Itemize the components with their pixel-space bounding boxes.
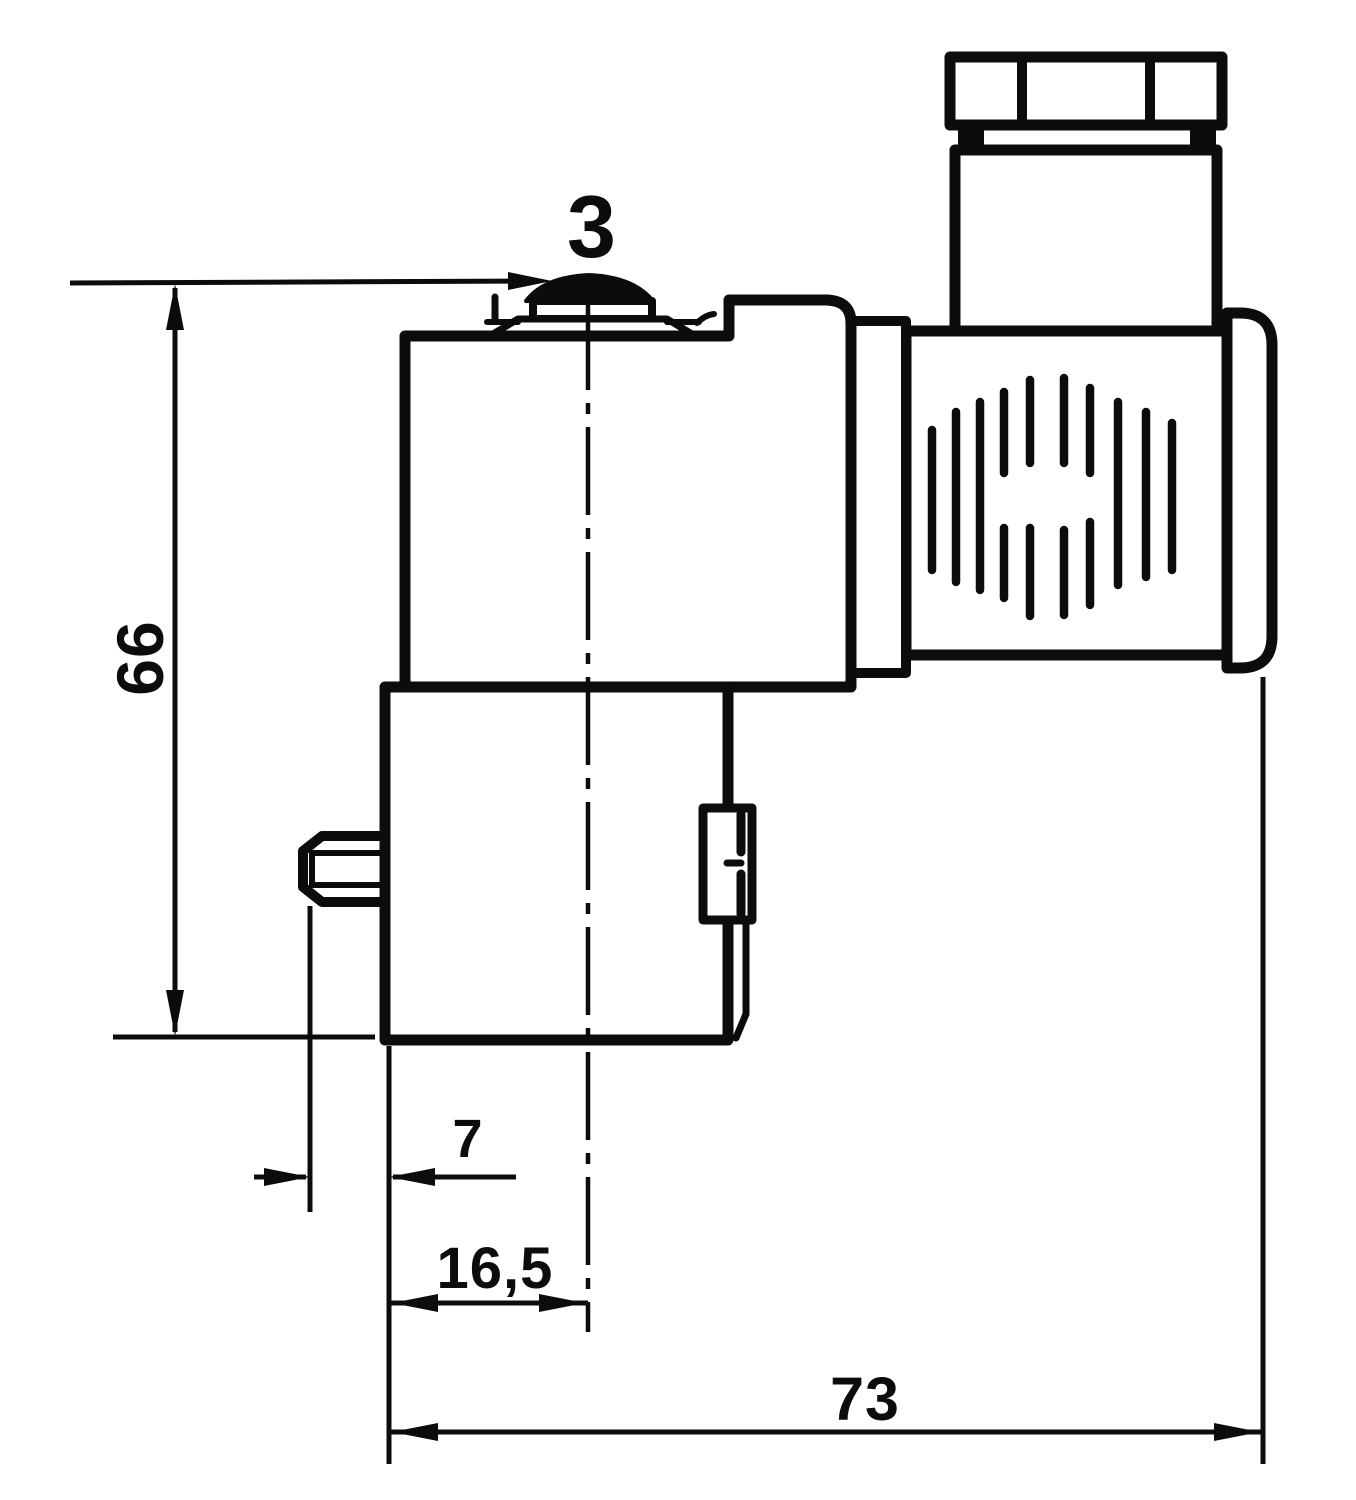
dim-label-73: 73: [830, 1365, 900, 1433]
dimension-73: [389, 1423, 1263, 1441]
cap-pointer-arrow: [508, 272, 552, 290]
connector-end-cap: [1221, 307, 1278, 674]
coil-housing: [399, 294, 857, 693]
cap-skirt: [489, 315, 696, 338]
dimension-labels: 3 66 7 16,5 73: [103, 177, 900, 1433]
valve-outline: [298, 51, 1278, 1046]
mounting-bracket: [846, 316, 911, 678]
dim-label-66: 66: [103, 620, 177, 695]
dimension-lines: [69, 272, 1266, 1464]
valve-body: [379, 681, 734, 1046]
mounting-clip: [698, 803, 757, 1042]
dim-label-7: 7: [452, 1109, 483, 1169]
dim-66-top-extension: [69, 278, 541, 286]
dimension-16-5: [389, 1294, 588, 1312]
manual-override-cap: [484, 273, 717, 338]
dim-label-16-5: 16,5: [437, 1236, 554, 1301]
cap-dome: [524, 273, 655, 303]
cable-gland-nut: [944, 51, 1228, 131]
inlet-port-stub: [298, 831, 390, 907]
cable-gland-body: [949, 144, 1223, 338]
dimension-7: [254, 1168, 516, 1186]
connector-ribs: [927, 373, 1177, 621]
dim-label-3: 3: [567, 177, 617, 276]
